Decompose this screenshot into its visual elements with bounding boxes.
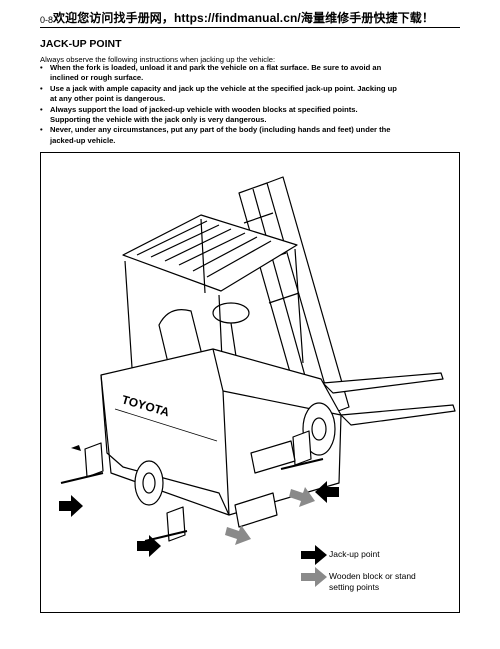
instruction-line: Supporting the vehicle with the jack onl…: [50, 115, 267, 125]
instruction-line: Never, under any circumstances, put any …: [50, 125, 391, 135]
gray-arrow-icon: [301, 567, 327, 587]
legend-wooden-block: Wooden block or stand setting points: [329, 571, 416, 593]
instruction-line: Always support the load of jacked-up veh…: [50, 104, 358, 114]
legend-label: Jack-up point: [329, 549, 380, 559]
forklift-figure: TOYOTA Jack-up point Wooden block or sta…: [40, 152, 460, 613]
gray-arrow-icon: [289, 487, 315, 507]
instruction-line: When the fork is loaded, unload it and p…: [50, 63, 382, 72]
jacks-and-blocks: [60, 430, 324, 542]
intro-text: Always observe the following instruction…: [40, 55, 276, 64]
legend-label: Wooden block or stand: [329, 571, 416, 581]
legend-label: setting points: [329, 582, 380, 592]
forks: [322, 372, 456, 426]
jack-up-arrows: [59, 445, 339, 557]
wheels: [134, 402, 336, 506]
legend-jack-up: Jack-up point: [329, 549, 380, 560]
black-arrow-icon: [301, 545, 327, 565]
black-arrow-icon: [137, 535, 161, 557]
header-rule: [40, 27, 460, 28]
black-arrow-icon: [59, 495, 83, 517]
instruction-list: When the fork is loaded, unload it and p…: [40, 63, 464, 146]
section-title: JACK-UP POINT: [40, 38, 122, 50]
block-arrows: [225, 487, 315, 545]
site-banner: 欢迎您访问找手册网，https://findmanual.cn/海量维修手册快捷…: [53, 11, 434, 25]
black-arrow-icon: [71, 445, 81, 451]
instruction-line: jacked-up vehicle.: [50, 135, 116, 145]
instruction-line: Use a jack with ample capacity and jack …: [50, 83, 397, 93]
instruction-line: inclined or rough surface.: [50, 73, 144, 83]
gray-arrow-icon: [225, 525, 251, 545]
instruction-line: at any other point is dangerous.: [50, 94, 166, 104]
instruction-item: Never, under any circumstances, put any …: [40, 125, 464, 146]
page-number: 0-8: [40, 15, 54, 25]
instruction-item: Use a jack with ample capacity and jack …: [40, 84, 464, 105]
instruction-item: When the fork is loaded, unload it and p…: [40, 63, 464, 84]
forklift-illustration: TOYOTA: [59, 176, 456, 587]
instruction-item: Always support the load of jacked-up veh…: [40, 105, 464, 126]
black-arrow-icon: [315, 481, 339, 503]
